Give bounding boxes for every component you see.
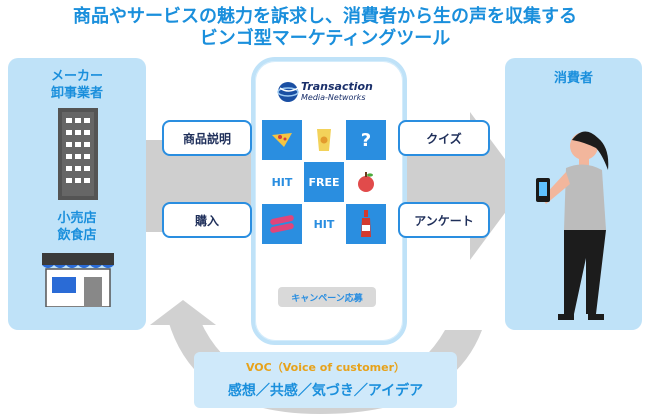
globe-logo-icon bbox=[277, 82, 299, 102]
left-top-label-1: メーカー bbox=[50, 69, 103, 84]
voc-main: 感想／共感／気づき／アイデア bbox=[227, 383, 424, 399]
voc-subtitle: VOC（Voice of customer） bbox=[245, 361, 406, 374]
callout-survey: アンケート bbox=[398, 202, 490, 238]
shop-icon bbox=[42, 253, 114, 307]
pizza-icon bbox=[272, 133, 292, 147]
bingo-cell-9[interactable] bbox=[346, 204, 386, 244]
bingo-grid: ? HIT FREE HIT bbox=[262, 120, 386, 244]
logo-text-1: Transaction bbox=[301, 80, 373, 93]
bingo-cell-4[interactable]: HIT bbox=[262, 162, 302, 202]
bingo-cell-2[interactable] bbox=[304, 120, 344, 160]
bingo-cell-3[interactable]: ? bbox=[346, 120, 386, 160]
consumer-person-icon bbox=[536, 131, 609, 320]
return-arrow-head bbox=[150, 300, 216, 325]
office-building-icon bbox=[58, 108, 98, 200]
left-top-label-2: 卸事業者 bbox=[50, 86, 103, 101]
right-label: 消費者 bbox=[553, 71, 593, 86]
callout-product-description: 商品説明 bbox=[162, 120, 252, 156]
bingo-cell-5[interactable]: FREE bbox=[304, 162, 344, 202]
bingo-cell-6[interactable] bbox=[346, 162, 386, 202]
sauce-bottle-icon bbox=[361, 210, 371, 237]
chips-bag-icon bbox=[317, 129, 331, 151]
bingo-cell-8[interactable]: HIT bbox=[304, 204, 344, 244]
callout-purchase: 購入 bbox=[162, 202, 252, 238]
voc-box bbox=[194, 352, 457, 408]
left-bottom-label-1: 小売店 bbox=[57, 211, 97, 226]
title-line-2: ビンゴ型マーケティングツール bbox=[199, 28, 451, 49]
bingo-cell-1[interactable] bbox=[262, 120, 302, 160]
title-line-1: 商品やサービスの魅力を訴求し、消費者から生の声を収集する bbox=[73, 6, 577, 27]
callout-quiz: クイズ bbox=[398, 120, 490, 156]
left-bottom-label-2: 飲食店 bbox=[57, 228, 97, 243]
bingo-cell-7[interactable] bbox=[262, 204, 302, 244]
apple-icon bbox=[358, 172, 374, 192]
campaign-entry-button[interactable]: キャンペーン応募 bbox=[278, 287, 376, 307]
candy-icon bbox=[270, 215, 294, 233]
logo-text-2: Media-Networks bbox=[301, 93, 366, 102]
